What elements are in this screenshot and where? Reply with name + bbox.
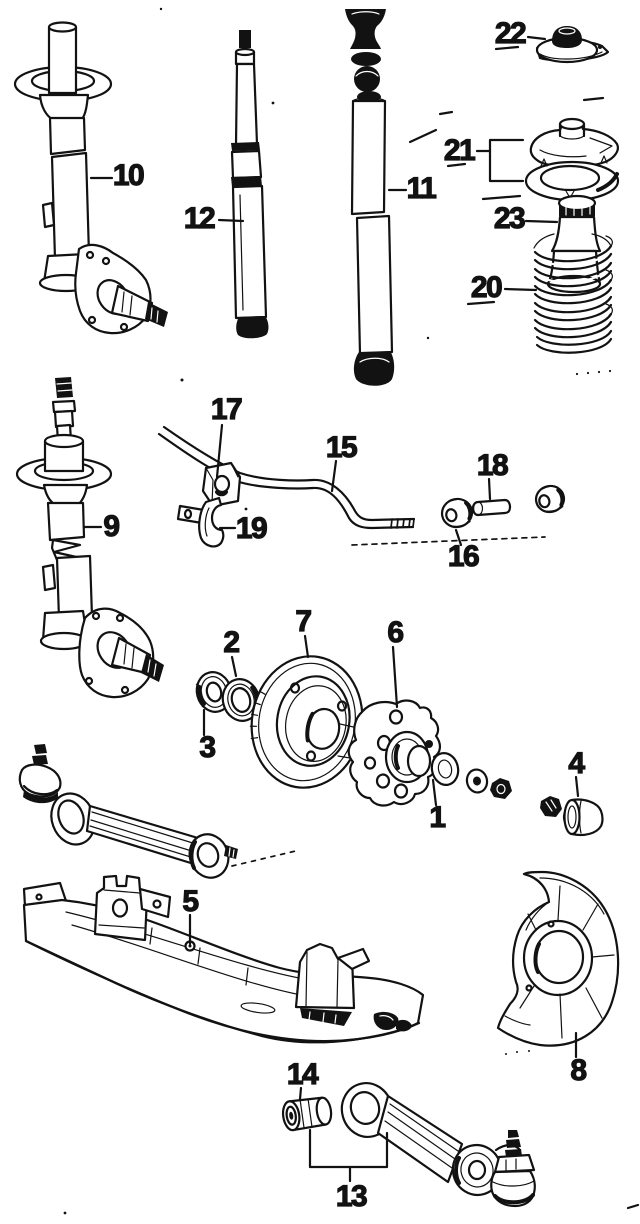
brake-rotor-7 xyxy=(249,655,364,789)
front-strut-assembly-9 xyxy=(15,377,164,699)
spindle-nut xyxy=(490,778,512,799)
spacer-sleeve-18 xyxy=(471,498,512,517)
callout-19: 19 xyxy=(235,512,268,545)
callout-13: 13 xyxy=(335,1180,368,1213)
callout-7: 7 xyxy=(295,605,313,638)
dust-cap-4 xyxy=(562,798,604,837)
support-mount-21 xyxy=(524,117,620,202)
callout-3: 3 xyxy=(199,731,217,764)
shock-cartridge-12 xyxy=(230,30,269,339)
leader-lines xyxy=(82,35,580,1183)
strut-mount-22 xyxy=(535,26,610,64)
callout-23: 23 xyxy=(493,202,526,235)
callout-14: 14 xyxy=(286,1058,319,1091)
crossmember-5 xyxy=(22,874,425,1044)
stabilizer-bushing-16 xyxy=(440,497,474,529)
wheel-hub-6 xyxy=(347,699,441,807)
control-arm-bushing-14 xyxy=(281,1096,333,1132)
front-strut-assembly-10 xyxy=(13,21,168,335)
splash-shield-8 xyxy=(496,870,620,1047)
control-arm-lower-13 xyxy=(340,1082,536,1208)
stabilizer-bar-15 xyxy=(157,425,416,530)
callout-16: 16 xyxy=(447,540,480,573)
grease-seal-1 xyxy=(430,752,460,786)
callout-10: 10 xyxy=(112,159,145,192)
callout-11: 11 xyxy=(406,172,437,205)
cap-nut xyxy=(540,796,562,817)
callout-20: 20 xyxy=(470,271,503,304)
callout-2: 2 xyxy=(223,626,241,659)
callout-17: 17 xyxy=(210,393,243,426)
callout-15: 15 xyxy=(325,431,358,464)
bump-stop-23 xyxy=(550,194,602,253)
stabilizer-clamp-19 xyxy=(176,496,225,548)
thrust-washer xyxy=(465,768,489,794)
callout-1: 1 xyxy=(429,801,447,834)
stabilizer-bushing-16b xyxy=(534,484,566,514)
scan-noise xyxy=(63,7,640,1215)
coil-spring-20 xyxy=(533,233,613,354)
callout-22: 22 xyxy=(494,17,527,50)
callout-12: 12 xyxy=(183,202,216,235)
bushing-bracket-17 xyxy=(201,461,242,508)
callout-21: 21 xyxy=(443,134,476,167)
callout-8: 8 xyxy=(570,1054,588,1087)
callout-5: 5 xyxy=(182,885,200,918)
callout-4: 4 xyxy=(568,747,586,780)
callout-9: 9 xyxy=(103,510,121,543)
control-arm-upper xyxy=(18,744,238,879)
callout-6: 6 xyxy=(387,616,405,649)
callout-18: 18 xyxy=(476,449,509,482)
shock-absorber-11 xyxy=(345,9,395,386)
